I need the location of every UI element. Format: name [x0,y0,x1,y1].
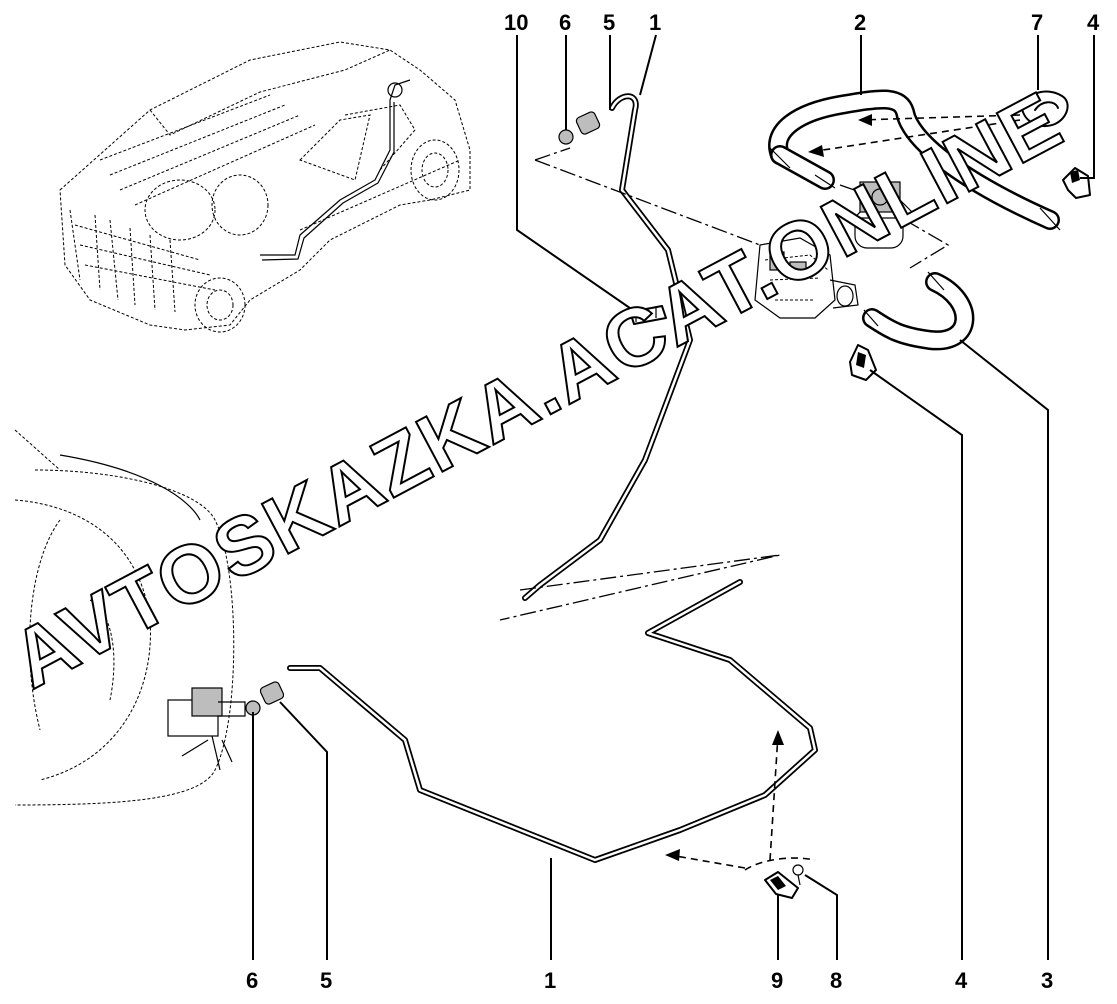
callout-10-top: 10 [504,10,528,35]
fuel-pipe-upper [522,93,693,601]
fuel-hose [768,89,1061,231]
callout-4-bottom: 4 [955,968,968,993]
assembly-lines [499,147,950,621]
fuel-tank-sketch [14,429,246,806]
callout-6-bottom: 6 [246,968,258,993]
vehicle-overview-sketch [59,41,471,333]
callout-4-top: 4 [1087,10,1100,35]
return-hose [862,271,975,351]
injection-pump [754,237,859,319]
callout-2-top: 2 [854,10,866,35]
callouts-top: 10 6 5 1 2 7 4 [504,10,1100,35]
bracket-screw [792,864,804,886]
pipe-bracket [764,871,799,899]
fuel-filter [839,181,919,249]
union-fitting-lower [245,681,285,716]
retaining-clip-lower [849,344,877,381]
watermark-text: AVTOSKAZKA.ACAT.ONLINE [0,74,1077,705]
callout-5-top: 5 [603,10,615,35]
connector-block [629,305,667,325]
assembly-arrows [665,114,1021,871]
hose-clip [1021,90,1069,127]
callout-1-bottom: 1 [544,968,556,993]
union-fitting-upper [558,111,601,145]
callout-7-top: 7 [1031,10,1043,35]
callout-8-bottom: 8 [830,968,842,993]
fuel-pipe-lower [287,579,818,863]
callout-1-top: 1 [649,10,661,35]
callouts-bottom: 6 5 1 9 8 4 3 [246,968,1053,993]
callout-3-bottom: 3 [1041,968,1053,993]
callout-5-bottom: 5 [320,968,332,993]
callout-6-top: 6 [559,10,571,35]
leader-lines [252,34,1095,960]
retaining-clip-upper [1062,167,1091,199]
callout-9-bottom: 9 [771,968,783,993]
